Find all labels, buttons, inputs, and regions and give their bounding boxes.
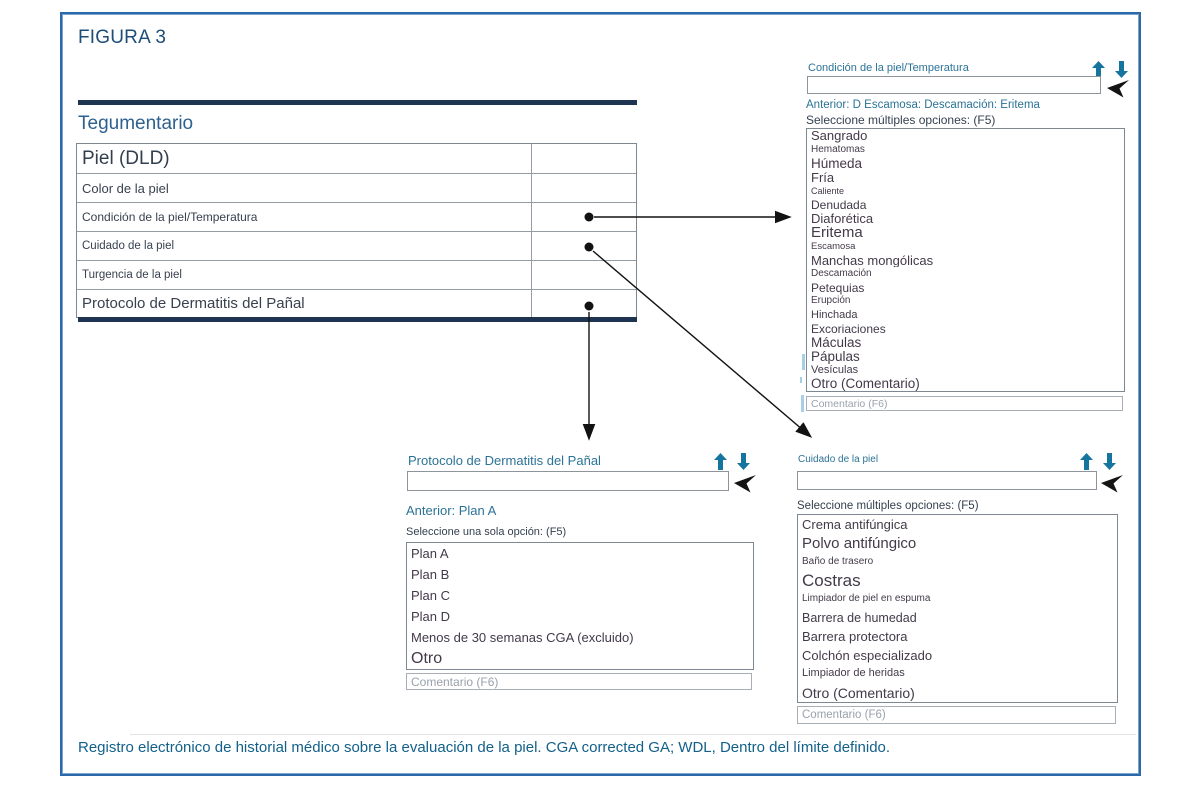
section-bar-bottom: [78, 317, 637, 322]
figure-caption: Registro electrónico de historial médico…: [78, 739, 891, 756]
list-option[interactable]: Plan B: [411, 567, 450, 582]
list-option[interactable]: Otro (Comentario): [802, 684, 915, 701]
list-option[interactable]: Sangrado: [811, 129, 868, 143]
protocolo-options-listbox[interactable]: Plan A Plan B Plan C Plan D Menos de 30 sema…: [406, 542, 754, 670]
list-option[interactable]: Polvo antifúngico: [802, 534, 917, 552]
move-up-icon[interactable]: [1080, 453, 1093, 470]
list-option[interactable]: Eritema: [811, 225, 863, 240]
table-header-row: Piel (DLD): [77, 144, 636, 173]
move-down-icon[interactable]: [737, 453, 750, 470]
protocolo-previous-value: Anterior: Plan A: [406, 503, 497, 518]
figure-border: [60, 12, 1141, 776]
list-option[interactable]: Erupción: [811, 295, 851, 307]
table-row-protocolo-dermatitis[interactable]: Protocolo de Dermatitis del Pañal: [77, 289, 636, 317]
condicion-field-label: Condición de la piel/Temperatura: [808, 62, 969, 74]
prev-entry-arrow-icon[interactable]: [734, 475, 756, 493]
list-option[interactable]: Manchas mongólicas: [811, 253, 934, 267]
list-option[interactable]: Descamación: [811, 267, 872, 279]
table-header-label: Piel (DLD): [82, 147, 170, 169]
list-option[interactable]: Plan D: [411, 609, 451, 624]
row-label: Cuidado de la piel: [82, 240, 175, 252]
move-up-icon[interactable]: [714, 453, 727, 470]
figure-title: FIGURA 3: [78, 27, 167, 48]
selection-mark: [800, 377, 802, 383]
list-option[interactable]: Máculas: [811, 335, 862, 350]
list-option[interactable]: Crema antifúngica: [802, 516, 908, 532]
selection-mark: [801, 395, 804, 412]
protocolo-field-label: Protocolo de Dermatitis del Pañal: [408, 453, 601, 468]
prev-entry-arrow-icon[interactable]: [1101, 475, 1123, 493]
caption-divider: [130, 734, 1136, 735]
list-option[interactable]: Baño de trasero: [802, 555, 874, 567]
list-option[interactable]: Barrera de humedad: [802, 610, 917, 625]
list-option[interactable]: Diaforética: [811, 211, 874, 226]
list-option[interactable]: Escamosa: [811, 240, 856, 252]
protocolo-instruction: Seleccione una sola opción: (F5): [406, 526, 567, 538]
cuidado-instruction: Seleccione múltiples opciones: (F5): [797, 500, 979, 512]
cuidado-value-input[interactable]: [797, 471, 1097, 490]
condicion-previous-value: Anterior: D Escamosa: Descamación: Erite…: [806, 99, 1040, 111]
table-column-divider: [531, 144, 532, 317]
move-down-icon[interactable]: [1103, 453, 1116, 470]
list-option[interactable]: Húmeda: [811, 156, 863, 171]
list-option[interactable]: Fría: [811, 170, 835, 185]
table-row-cuidado-piel[interactable]: Cuidado de la piel: [77, 231, 636, 260]
list-option[interactable]: Menos de 30 semanas CGA (excluido): [411, 630, 634, 645]
protocolo-value-input[interactable]: [407, 471, 729, 491]
row-label: Condición de la piel/Temperatura: [82, 210, 258, 224]
section-bar-top: [78, 100, 637, 105]
row-label: Protocolo de Dermatitis del Pañal: [82, 295, 305, 312]
cuidado-comment-input[interactable]: [797, 706, 1116, 724]
list-option[interactable]: Vesículas: [811, 363, 859, 376]
list-option[interactable]: Plan A: [411, 546, 449, 561]
list-option[interactable]: Otro: [411, 649, 443, 667]
section-heading: Tegumentario: [78, 113, 194, 134]
condicion-value-input[interactable]: [807, 76, 1101, 94]
table-row-condicion-piel[interactable]: Condición de la piel/Temperatura: [77, 202, 636, 231]
list-option[interactable]: Colchón especializado: [802, 647, 933, 663]
list-option[interactable]: Otro (Comentario): [811, 377, 920, 392]
flowsheet-table: Piel (DLD) Color de la piel Condición de…: [76, 143, 637, 318]
list-option[interactable]: Petequias: [811, 280, 865, 295]
list-option[interactable]: Costras: [802, 571, 861, 590]
list-option[interactable]: Hinchada: [811, 308, 858, 321]
list-option[interactable]: Denudada: [811, 197, 867, 212]
list-option[interactable]: Barrera protectora: [802, 629, 908, 645]
row-label: Turgencia de la piel: [82, 269, 182, 281]
protocolo-comment-input[interactable]: [406, 673, 752, 690]
cuidado-field-label: Cuidado de la piel: [798, 454, 879, 465]
list-option[interactable]: Limpiador de heridas: [802, 667, 905, 680]
list-option[interactable]: Plan C: [411, 588, 451, 603]
table-row-turgencia-piel[interactable]: Turgencia de la piel: [77, 260, 636, 289]
selection-mark: [802, 354, 805, 370]
move-up-icon[interactable]: [1092, 61, 1105, 78]
row-label: Color de la piel: [82, 180, 169, 196]
prev-entry-arrow-icon[interactable]: [1107, 80, 1129, 98]
list-option[interactable]: Limpiador de piel en espuma: [802, 593, 931, 605]
list-option[interactable]: Hematomas: [811, 143, 865, 155]
move-down-icon[interactable]: [1115, 61, 1128, 78]
condicion-comment-input[interactable]: [806, 396, 1123, 411]
list-option[interactable]: Excoriaciones: [811, 322, 886, 336]
table-row-color-piel[interactable]: Color de la piel: [77, 173, 636, 202]
list-option[interactable]: Pápulas: [811, 349, 860, 364]
list-option[interactable]: Caliente: [811, 185, 845, 196]
condicion-instruction: Seleccione múltiples opciones: (F5): [806, 113, 996, 127]
